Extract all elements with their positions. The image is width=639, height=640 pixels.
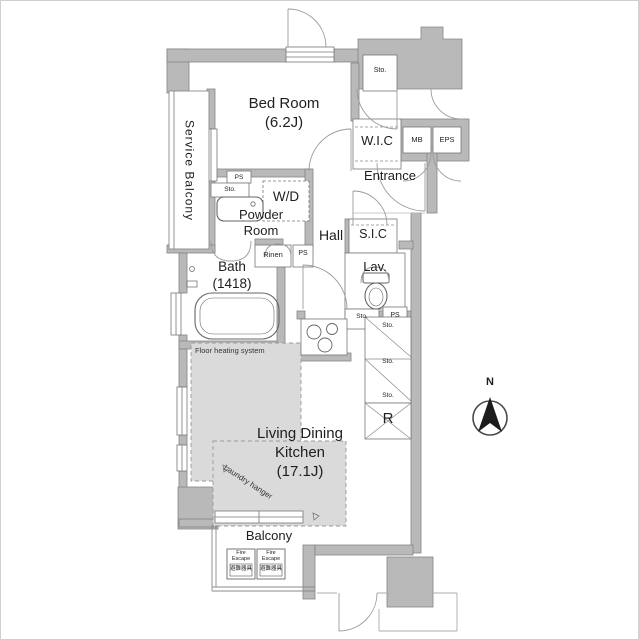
wall-entrance-right bbox=[426, 148, 438, 214]
balcony-label: Balcony bbox=[245, 528, 293, 543]
window-balcony-sliding bbox=[214, 510, 304, 524]
window-ldk-left-2 bbox=[176, 444, 188, 472]
compass-needle bbox=[478, 397, 502, 432]
wall-top-a bbox=[166, 48, 288, 63]
wall-ldk-bottom-right bbox=[314, 544, 414, 556]
wic-label: W.I.C bbox=[361, 133, 393, 148]
wall-bed-right bbox=[350, 62, 360, 122]
compass-north-label: N bbox=[486, 376, 494, 388]
powder-sink bbox=[216, 196, 264, 222]
door-neighbor-top bbox=[430, 88, 462, 120]
refrigerator-cross bbox=[364, 402, 412, 440]
powder-room-label: Powder Room bbox=[238, 207, 284, 239]
eps-label: EPS bbox=[439, 135, 455, 144]
door-hall-ldk bbox=[302, 264, 348, 310]
window-bedroom-top bbox=[285, 46, 335, 63]
lav-room-box bbox=[344, 252, 406, 310]
wic-rails bbox=[355, 126, 399, 162]
ldk-size: (17.1J) bbox=[276, 462, 324, 480]
door-bedroom bbox=[308, 128, 352, 172]
ldk-label: Living Dining Kitchen (17.1J) bbox=[241, 425, 359, 481]
door-lav-double bbox=[360, 266, 390, 284]
wall-balcony-right bbox=[302, 544, 316, 600]
mb-label: MB bbox=[411, 135, 423, 144]
storage-strip-box bbox=[364, 316, 412, 404]
mb-box bbox=[402, 126, 432, 154]
bathtub-inner bbox=[199, 297, 275, 335]
windows bbox=[170, 46, 335, 524]
lav-label: Lav. bbox=[363, 259, 387, 274]
closet-detail-lines bbox=[351, 126, 425, 440]
ps-rinen-label: PS bbox=[298, 250, 308, 257]
door-hall-entrance bbox=[352, 190, 388, 226]
powder-sink-faucet bbox=[250, 201, 256, 207]
wall-top-b bbox=[333, 48, 360, 63]
bedroom-label: Bed Room (6.2J) bbox=[217, 95, 351, 133]
rinen-label: Rinen bbox=[263, 250, 283, 259]
storage-kitchen-1-label: Sto. bbox=[382, 322, 394, 329]
storage-strip-diagonals bbox=[364, 316, 412, 402]
wd-label: W/D bbox=[272, 189, 300, 204]
bathtub bbox=[194, 292, 280, 340]
bath-size: (1418) bbox=[212, 275, 252, 291]
storage-bedroom-label: Sto. bbox=[373, 67, 387, 74]
wall-sic-stub bbox=[398, 240, 414, 250]
sic-label: S.I.C bbox=[359, 227, 387, 241]
ps-lav-label: PS bbox=[390, 312, 400, 319]
door-powder-double bbox=[264, 243, 292, 258]
service-balcony-label: Service Balcony bbox=[182, 120, 197, 222]
bedroom-size: (6.2J) bbox=[264, 113, 304, 131]
storage-sink-label: Sto. bbox=[224, 186, 236, 193]
bath-label: Bath (1418) bbox=[187, 259, 277, 293]
door-common-bottom bbox=[338, 592, 378, 632]
storage-bedroom-box bbox=[362, 54, 398, 92]
bedroom-name: Bed Room bbox=[248, 95, 320, 112]
wall-bath-left-up bbox=[178, 252, 188, 294]
storage-lav-label: Sto. bbox=[356, 313, 368, 320]
wall-ldk-bottom-left bbox=[178, 518, 218, 528]
door-mb bbox=[402, 152, 432, 182]
balcony-rail bbox=[211, 525, 315, 592]
railings bbox=[168, 90, 315, 592]
wall-ldk-left-b bbox=[178, 434, 188, 446]
bath-shower-icon bbox=[189, 266, 195, 272]
laundry-hanger-marks bbox=[222, 464, 320, 521]
wall-ldk-left-a bbox=[178, 348, 188, 388]
wd-box bbox=[262, 180, 310, 222]
bath-name: Bath bbox=[218, 259, 246, 274]
compass bbox=[472, 397, 508, 436]
stove-burners bbox=[306, 323, 338, 353]
fire-escape-2-label: Fire Escape 避難器具 bbox=[259, 550, 282, 572]
fire-escape-1-label: Fire Escape 避難器具 bbox=[229, 550, 252, 572]
entrance-label: Entrance bbox=[363, 168, 417, 183]
door-bedroom-top-window bbox=[287, 8, 327, 48]
eps-box bbox=[432, 126, 462, 154]
window-ldk-left-1 bbox=[176, 386, 188, 436]
refrigerator-label: R bbox=[382, 410, 394, 427]
hall-label: Hall bbox=[318, 227, 344, 243]
storage-kitchen-2-label: Sto. bbox=[382, 358, 394, 365]
wall-right-main bbox=[410, 212, 422, 554]
fixtures bbox=[186, 196, 390, 353]
door-bath-double bbox=[210, 240, 252, 262]
door-eps bbox=[432, 152, 462, 182]
ldk-name: Living Dining Kitchen bbox=[257, 425, 343, 461]
door-wic bbox=[356, 88, 398, 130]
floor-heating-label: Floor heating system bbox=[195, 346, 265, 355]
pillar-bottom-right bbox=[386, 556, 434, 608]
wall-kitchen-top-a bbox=[296, 310, 306, 320]
kitchen-counter bbox=[300, 318, 348, 356]
door-arcs bbox=[210, 8, 462, 632]
ps-top-label: PS bbox=[234, 173, 244, 181]
service-balcony-outline bbox=[168, 90, 210, 250]
storage-kitchen-3-label: Sto. bbox=[382, 392, 394, 399]
common-area-outline bbox=[317, 592, 458, 632]
fire-escape-hatches bbox=[226, 548, 286, 580]
bath-counter bbox=[186, 280, 198, 288]
window-bath bbox=[170, 292, 182, 336]
